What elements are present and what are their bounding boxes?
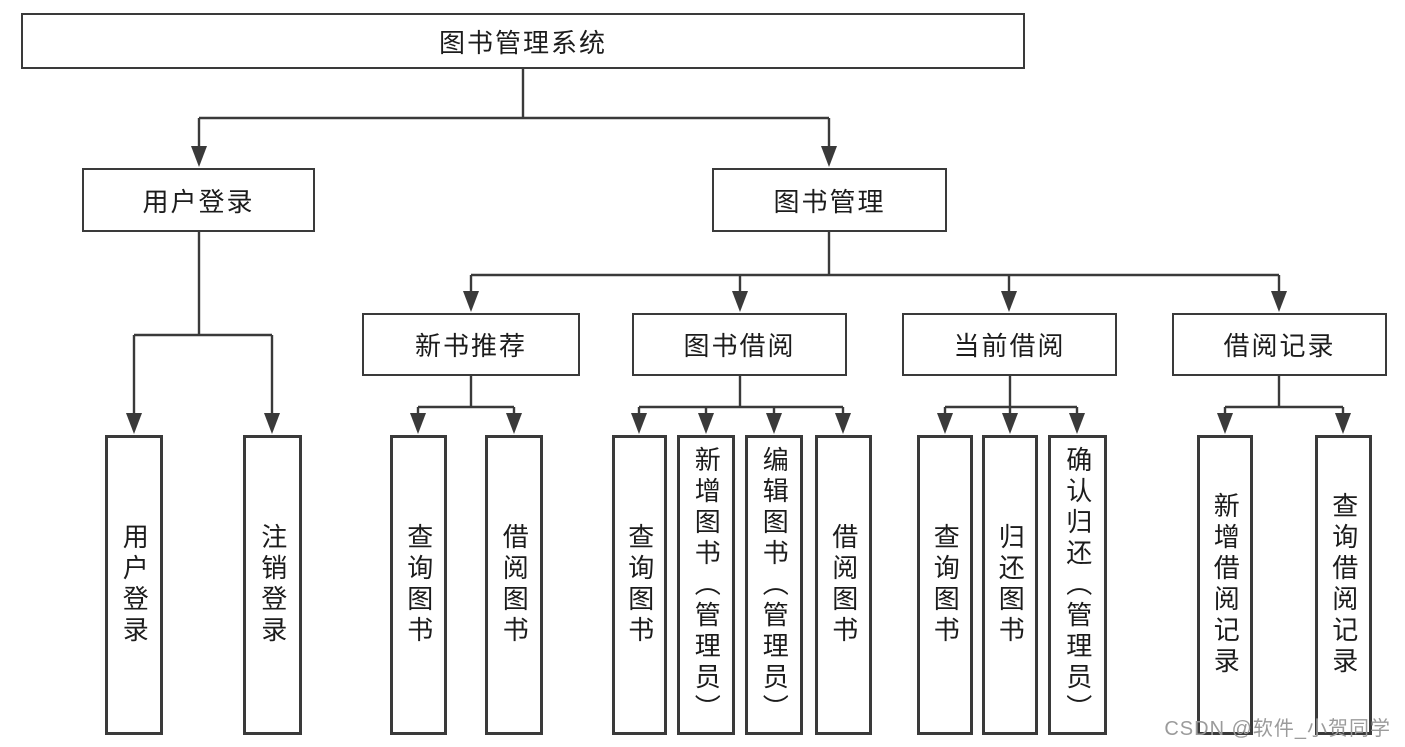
connector-borrowing-to-functions — [631, 376, 851, 434]
arrowhead-icon — [264, 413, 280, 434]
connector-book-mgmt-to-modules — [463, 232, 1287, 312]
node-func-confirm-return-admin: 确认归还（管理员） — [1048, 435, 1107, 735]
arrowhead-icon — [1069, 413, 1085, 434]
connector-records-to-functions — [1217, 376, 1351, 434]
node-label: 新书推荐 — [414, 331, 527, 361]
node-func-user-login: 用户登录 — [105, 435, 163, 735]
arrowhead-icon — [835, 413, 851, 434]
connector-root-to-branches — [191, 69, 837, 167]
arrowhead-icon — [1217, 413, 1233, 434]
arrowhead-icon — [766, 413, 782, 434]
node-user-login-branch: 用户登录 — [82, 168, 315, 232]
node-book-management-branch: 图书管理 — [712, 168, 947, 232]
arrowhead-icon — [698, 413, 714, 434]
node-label: 编辑图书（管理员） — [759, 445, 790, 725]
node-label: 借阅记录 — [1223, 331, 1336, 361]
node-label: 查询借阅记录 — [1328, 492, 1359, 678]
node-func-query-borrow-record: 查询借阅记录 — [1315, 435, 1372, 735]
arrowhead-icon — [821, 146, 837, 167]
node-label: 查询图书 — [403, 523, 434, 647]
node-func-edit-books-admin: 编辑图书（管理员） — [745, 435, 803, 735]
arrowhead-icon — [631, 413, 647, 434]
node-label: 确认归还（管理员） — [1062, 445, 1093, 725]
arrowhead-icon — [732, 291, 748, 312]
node-func-query-books-3: 查询图书 — [917, 435, 973, 735]
arrowhead-icon — [126, 413, 142, 434]
node-label: 用户登录 — [142, 186, 255, 217]
node-label: 借阅图书 — [499, 523, 530, 647]
arrowhead-icon — [1271, 291, 1287, 312]
node-func-query-books-2: 查询图书 — [612, 435, 667, 735]
node-func-return-books: 归还图书 — [982, 435, 1038, 735]
node-label: 图书管理系统 — [438, 27, 607, 58]
arrowhead-icon — [1335, 413, 1351, 434]
node-label: 当前借阅 — [953, 331, 1066, 361]
node-label: 查询图书 — [624, 523, 655, 647]
node-label: 新增借阅记录 — [1210, 492, 1241, 678]
connector-user-login-to-functions — [126, 232, 280, 434]
arrowhead-icon — [1001, 291, 1017, 312]
connector-new-books-to-functions — [410, 376, 522, 434]
node-func-logout: 注销登录 — [243, 435, 302, 735]
connector-current-borrow-to-functions — [937, 376, 1085, 434]
node-label: 归还图书 — [995, 523, 1026, 647]
node-current-borrowing: 当前借阅 — [902, 313, 1117, 376]
arrowhead-icon — [937, 413, 953, 434]
node-label: 用户登录 — [119, 523, 150, 647]
node-root-library-management-system: 图书管理系统 — [21, 13, 1025, 69]
node-label: 图书借阅 — [683, 331, 796, 361]
node-func-borrow-books-2: 借阅图书 — [815, 435, 872, 735]
node-book-borrowing: 图书借阅 — [632, 313, 847, 376]
node-label: 注销登录 — [257, 523, 288, 647]
node-func-query-books-1: 查询图书 — [390, 435, 447, 735]
node-label: 查询图书 — [930, 523, 961, 647]
arrowhead-icon — [191, 146, 207, 167]
node-label: 借阅图书 — [828, 523, 859, 647]
arrowhead-icon — [1002, 413, 1018, 434]
node-func-add-borrow-record: 新增借阅记录 — [1197, 435, 1253, 735]
node-new-book-recommendation: 新书推荐 — [362, 313, 580, 376]
node-borrowing-records: 借阅记录 — [1172, 313, 1387, 376]
csdn-watermark: CSDN @软件_小贺同学 — [1164, 718, 1391, 740]
node-label: 新增图书（管理员） — [691, 445, 722, 725]
node-func-borrow-books-1: 借阅图书 — [485, 435, 543, 735]
node-func-add-books-admin: 新增图书（管理员） — [677, 435, 735, 735]
arrowhead-icon — [506, 413, 522, 434]
node-label: 图书管理 — [773, 186, 886, 217]
arrowhead-icon — [410, 413, 426, 434]
arrowhead-icon — [463, 291, 479, 312]
